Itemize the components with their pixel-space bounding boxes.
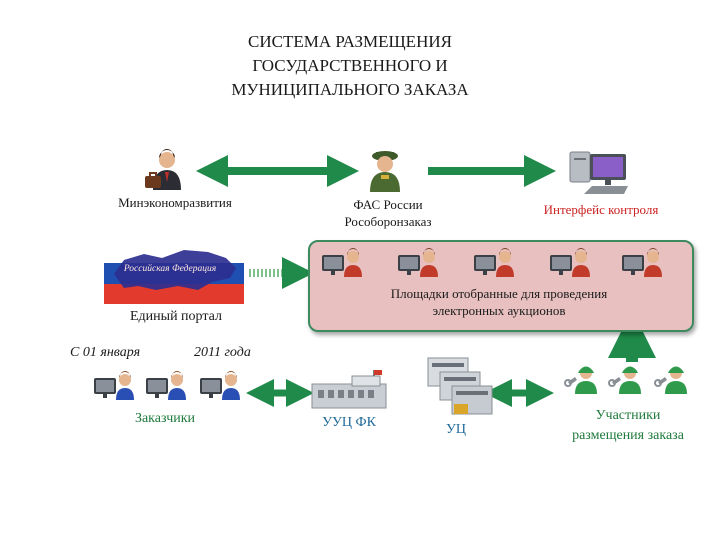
fas-label: ФАС России Рособоронзаказ [318, 196, 458, 230]
worker-icon [608, 365, 642, 395]
operator-icon [146, 371, 186, 400]
operator-icon [94, 371, 134, 400]
portal-label: Единый портал [130, 309, 222, 324]
uc-label: УЦ [445, 422, 467, 437]
flag-caption: Российская Федерация [123, 263, 216, 274]
platforms-label-line-2: электронных аукционов [432, 303, 566, 318]
title-line-3: МУНИЦИПАЛЬНОГО ЗАКАЗА [231, 80, 469, 99]
participants-label-line-2: размещения заказа [572, 428, 684, 443]
diagram-title: СИСТЕМА РАЗМЕЩЕНИЯ ГОСУДАРСТВЕННОГО И МУ… [160, 30, 540, 102]
platforms-label-line-1: Площадки отобранные для проведения [390, 286, 608, 301]
worker-icon [654, 365, 688, 395]
operator-icon [398, 248, 438, 277]
uuc-label: УУЦ ФК [322, 415, 376, 430]
worker-icon [564, 365, 598, 395]
participants-label: Участники размещения заказа [548, 406, 708, 446]
operator-icon [474, 248, 514, 277]
platforms-label: Площадки отобранные для проведения элект… [308, 285, 690, 319]
minecon-label: Минэкономразвития [118, 195, 232, 210]
operator-icon [622, 248, 662, 277]
building-icon [311, 370, 387, 409]
date-start: С 01 января [70, 345, 141, 360]
customer-group [94, 371, 240, 400]
russia-map-shape: Российская Федерация [114, 250, 236, 290]
platform-operators [322, 248, 662, 277]
customers-label: Заказчики [134, 411, 196, 426]
fas-label-line-2: Рособоронзаказ [344, 214, 432, 229]
date-year: 2011 года [194, 345, 251, 360]
title-line-2: ГОСУДАРСТВЕННОГО И [252, 56, 448, 75]
operator-icon [550, 248, 590, 277]
businessman-icon [145, 149, 181, 190]
control-label: Интерфейс контроля [543, 202, 659, 217]
officer-icon [370, 151, 400, 192]
participants-label-line-1: Участники [595, 408, 661, 423]
fas-label-line-1: ФАС России [353, 197, 423, 212]
title-line-1: СИСТЕМА РАЗМЕЩЕНИЯ [248, 32, 452, 51]
participant-group [564, 365, 688, 395]
computer-icon [569, 151, 628, 194]
operator-icon [200, 371, 240, 400]
server-icon [427, 357, 493, 415]
operator-icon [322, 248, 362, 277]
